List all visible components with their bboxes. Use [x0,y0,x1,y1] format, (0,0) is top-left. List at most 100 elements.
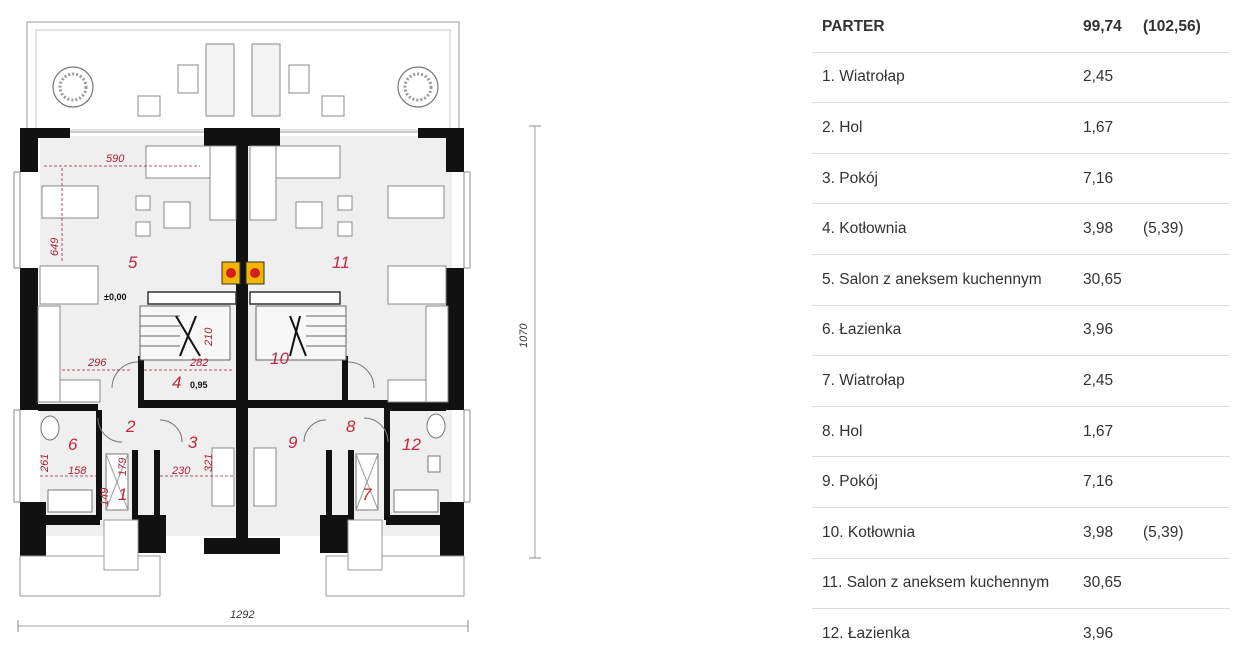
room-area: 3,98 [1083,523,1114,541]
porch-right [325,555,465,597]
window-left [13,171,21,269]
room-area-table: PARTER 99,74 (102,56) 1. Wiatrołap 2,45 … [812,2,1230,659]
room-label-7: 7 [362,485,372,504]
bed-right [253,447,277,507]
room-area: 3,98 [1083,220,1114,238]
room-area: 1,67 [1083,422,1114,440]
terrace-plant-left-inner [58,72,88,102]
terrace-plant-left [52,66,94,108]
pouf-1 [135,195,151,211]
wall-right-bottom [440,502,464,556]
room-label-4: 4 [172,373,181,392]
header-total-extra: (102,56) [1143,17,1201,35]
pouf-3 [337,195,353,211]
room-label-10: 10 [270,349,289,368]
dim-261: 261 [39,454,51,473]
boiler-left-flame-icon [226,268,236,278]
sink-left-icon [47,489,93,513]
entry-step-right [347,519,383,571]
wall-top-left [20,128,70,138]
room-label-1: 1 [118,485,127,504]
room-name: 1. Wiatrołap [822,68,905,86]
pouf-2 [135,221,151,237]
room-label-2: 2 [125,417,136,436]
table-header-row: PARTER 99,74 (102,56) [812,2,1230,53]
room-area: 1,67 [1083,118,1114,136]
table-row: 5. Salon z aneksem kuchennym 30,65 [812,255,1230,306]
room-area: 30,65 [1083,270,1122,288]
dim-210: 210 [203,327,215,347]
table-row: 7. Wiatrołap 2,45 [812,356,1230,407]
room-name: 8. Hol [822,422,863,440]
table-row: 3. Pokój 7,16 [812,154,1230,205]
table-row: 4. Kotłownia 3,98 (5,39) [812,204,1230,255]
wall-right-top [446,128,464,172]
wall-int-4 [384,410,390,520]
stairs-left [139,305,231,361]
dining-table-left [41,185,99,219]
dim-158: 158 [68,465,87,477]
header-total-area: 99,74 [1083,17,1122,35]
room-extra: (5,39) [1143,220,1184,238]
door-swing-3 [97,417,123,443]
beam-right [249,291,341,305]
terrace-table-left [177,64,199,94]
terrace-lounger-left [205,43,235,117]
door-swing-6 [303,419,327,443]
wall-top-right [418,128,464,138]
dim-590: 590 [106,153,125,165]
dining-table-right [387,185,445,219]
room-name: 10. Kotłownia [822,523,916,541]
bidet-right-icon [427,455,441,473]
terrace-chair-1 [137,95,161,117]
wall-int-6 [348,450,354,520]
wall-stair-r [342,356,348,406]
dim-total-height: 1070 [518,323,530,348]
room-area: 2,45 [1083,371,1114,389]
table-row: 8. Hol 1,67 [812,407,1230,458]
pouf-4 [337,221,353,237]
toilet-left-icon [40,415,60,441]
boiler-right-flame-icon [250,268,260,278]
dim-179: 179 [117,458,129,476]
room-label-12: 12 [402,435,421,454]
kitchen-counter-right [425,305,449,403]
level-mark: ±0,00 [104,292,126,302]
table-row: 1. Wiatrołap 2,45 [812,53,1230,104]
dim-649: 649 [49,238,61,256]
sink-right-icon [393,489,439,513]
room-label-5: 5 [128,253,138,272]
room-label-6: 6 [68,435,78,454]
door-swing-4 [363,417,389,443]
wall-left-bottom [20,502,46,556]
window-right [463,171,471,269]
floor-plan-drawing: 1292 1070 590 649 296 282 210 0,95 261 1… [13,21,541,632]
dim-230: 230 [171,465,191,477]
room-label-11: 11 [332,253,350,272]
wall-right-mid [446,268,464,410]
kitchen-counter-left-2 [59,379,101,403]
room-label-3: 3 [188,433,198,452]
door-swing-2 [347,361,375,389]
porch-left [19,555,161,597]
room-extra: (5,39) [1143,523,1184,541]
window-left-lower [13,409,21,503]
table-row: 2. Hol 1,67 [812,103,1230,154]
room-name: 6. Łazienka [822,321,902,339]
room-label-8: 8 [346,417,356,436]
dim-095: 0,95 [190,380,208,390]
door-swing-5 [159,419,183,443]
room-area: 3,96 [1083,624,1114,642]
wall-int-hall [138,400,448,408]
room-name: 4. Kotłownia [822,220,907,238]
wall-bottom-center [204,538,280,554]
stairs-right [255,305,347,361]
kitchen-island-right [387,265,447,305]
wall-entry-right [320,515,348,553]
wall-left-mid [20,268,38,410]
wall-int-3 [96,410,102,520]
room-name: 7. Wiatrołap [822,371,905,389]
terrace-plant-right [397,66,439,108]
header-floor-name: PARTER [822,17,885,35]
table-row: 10. Kotłownia 3,98 (5,39) [812,508,1230,559]
